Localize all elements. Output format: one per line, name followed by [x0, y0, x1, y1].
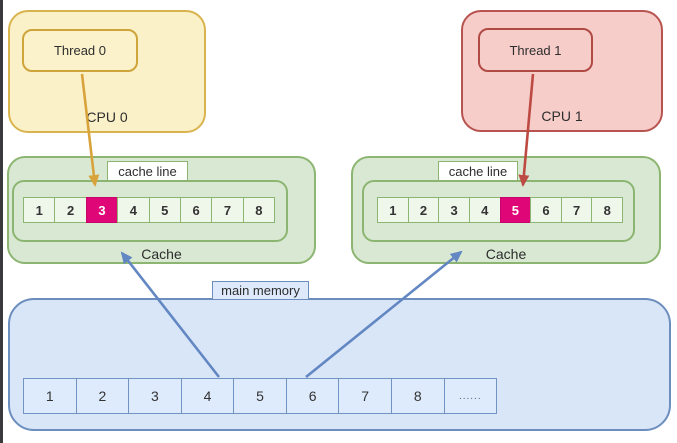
cache-left-cell-2: 2	[54, 197, 87, 223]
memory-cell-5: 5	[233, 378, 287, 414]
thread0-label: Thread 0	[53, 43, 107, 58]
cache-right-cell-1: 1	[377, 197, 409, 223]
cache-left-cell-3-highlighted: 3	[85, 197, 119, 223]
thread1-box: Thread 1	[478, 28, 593, 72]
memory-cell-6: 6	[285, 378, 340, 414]
memory-cell-1: 1	[23, 378, 77, 414]
memory-cell-4: 4	[180, 378, 235, 414]
thread1-label: Thread 1	[509, 42, 562, 58]
main-memory-cells: 1 2 3 4 5 6 7 8 ......	[23, 378, 498, 414]
cache-right-cell-5-highlighted: 5	[499, 197, 532, 223]
cpu1-label: CPU 1	[541, 108, 583, 124]
cache-left-cell-1: 1	[23, 197, 56, 223]
cache-left-cells: 1 2 3 4 5 6 7 8	[23, 197, 275, 223]
cache-right-cell-7: 7	[560, 197, 593, 223]
cache-left-line-box	[12, 180, 288, 242]
cache-right-line-label: cache line	[438, 161, 518, 181]
main-memory-label: main memory	[212, 281, 309, 300]
cache-right-line-box	[362, 180, 635, 242]
memory-cell-8: 8	[390, 378, 445, 414]
cache-left-cell-5: 5	[148, 197, 181, 223]
left-edge-strip	[0, 0, 3, 443]
cache-left-cell-8: 8	[242, 197, 275, 223]
cache-right-cells: 1 2 3 4 5 6 7 8	[377, 197, 623, 223]
thread0-box: Thread 0	[22, 29, 138, 72]
cache-right-cell-4: 4	[468, 197, 501, 223]
cache-left-line-label: cache line	[107, 161, 188, 181]
cpu0-label: CPU 0	[86, 109, 128, 125]
cache-left-cell-7: 7	[211, 197, 244, 223]
cache-right-cell-2: 2	[407, 197, 440, 223]
memory-cell-ellipsis: ......	[443, 378, 498, 414]
cache-right-title: Cache	[485, 246, 527, 262]
cache-right-cell-6: 6	[530, 197, 562, 223]
cache-left-cell-6: 6	[179, 197, 213, 223]
memory-cell-2: 2	[75, 378, 130, 414]
memory-cell-7: 7	[338, 378, 392, 414]
cache-left-cell-4: 4	[117, 197, 150, 223]
cache-right-cell-3: 3	[438, 197, 470, 223]
cache-left-title: Cache	[141, 246, 182, 262]
cache-right-cell-8: 8	[591, 197, 623, 223]
memory-cell-3: 3	[128, 378, 182, 414]
